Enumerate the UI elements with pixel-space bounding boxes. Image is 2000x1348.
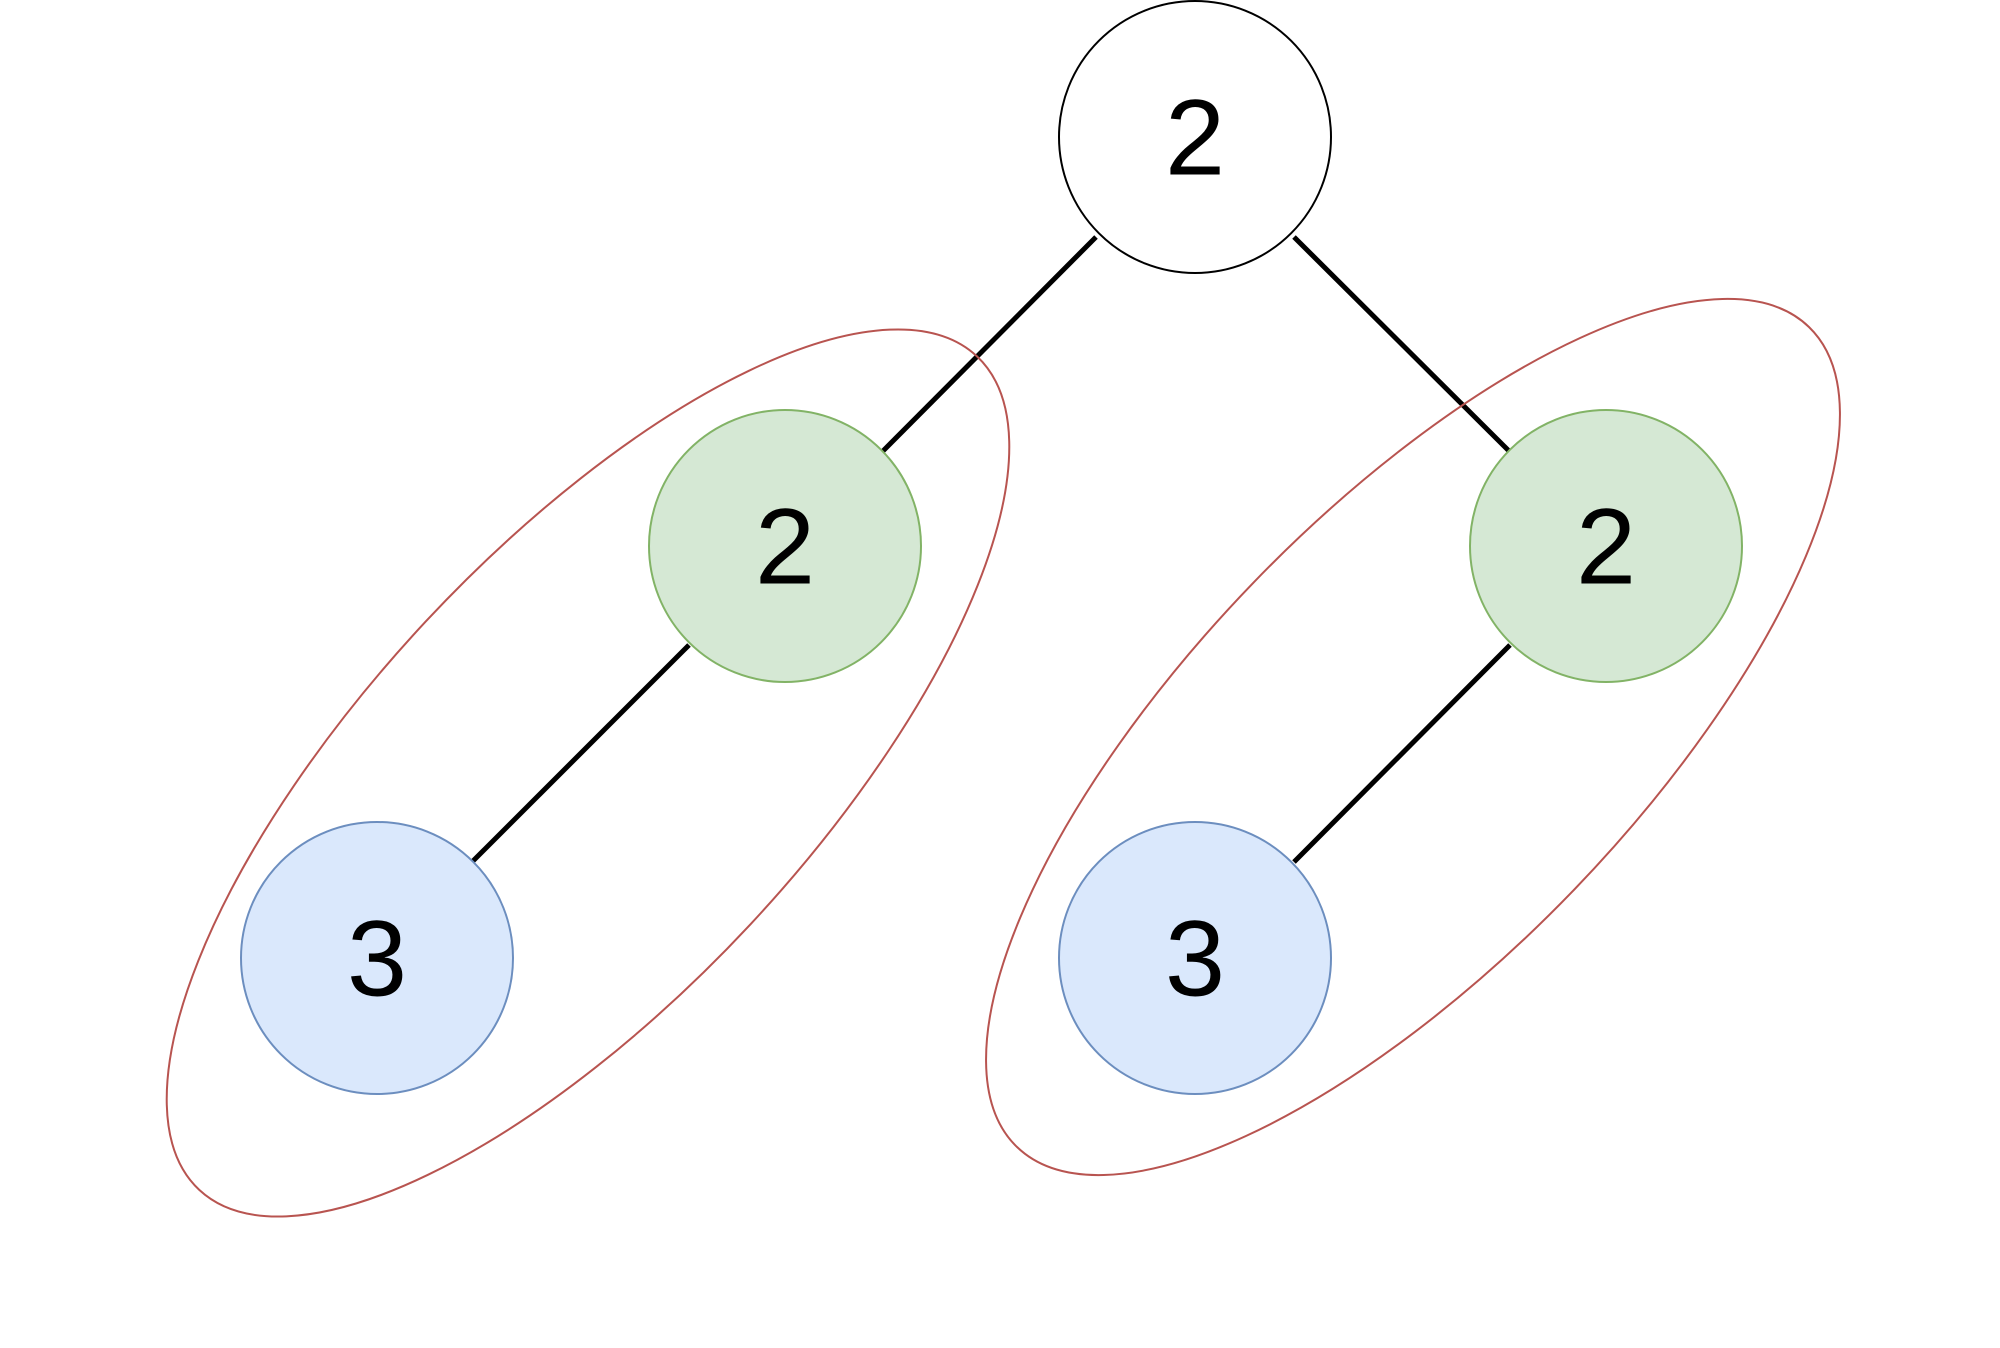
edge-right-child-leaf bbox=[1292, 643, 1512, 864]
edge-root-right bbox=[1292, 235, 1512, 454]
edge-left-child-leaf bbox=[470, 643, 691, 864]
tree-node-left-child: 2 bbox=[648, 409, 922, 683]
tree-node-left-leaf: 3 bbox=[240, 821, 514, 1095]
node-label: 2 bbox=[1576, 486, 1636, 607]
node-label: 2 bbox=[1165, 77, 1225, 198]
node-circle bbox=[1058, 821, 1332, 1095]
edge-root-left bbox=[880, 235, 1098, 454]
node-circle bbox=[648, 409, 922, 683]
node-label: 2 bbox=[755, 486, 815, 607]
node-circle bbox=[240, 821, 514, 1095]
node-circle bbox=[1469, 409, 1743, 683]
tree-node-root: 2 bbox=[1058, 0, 1332, 274]
node-label: 3 bbox=[1165, 898, 1225, 1019]
tree-node-right-child: 2 bbox=[1469, 409, 1743, 683]
left-subtree-group-outline bbox=[165, 328, 1011, 1218]
node-label: 3 bbox=[347, 898, 407, 1019]
tree-node-right-leaf: 3 bbox=[1058, 821, 1332, 1095]
node-circle bbox=[1058, 0, 1332, 274]
right-subtree-group-outline bbox=[985, 297, 1841, 1177]
